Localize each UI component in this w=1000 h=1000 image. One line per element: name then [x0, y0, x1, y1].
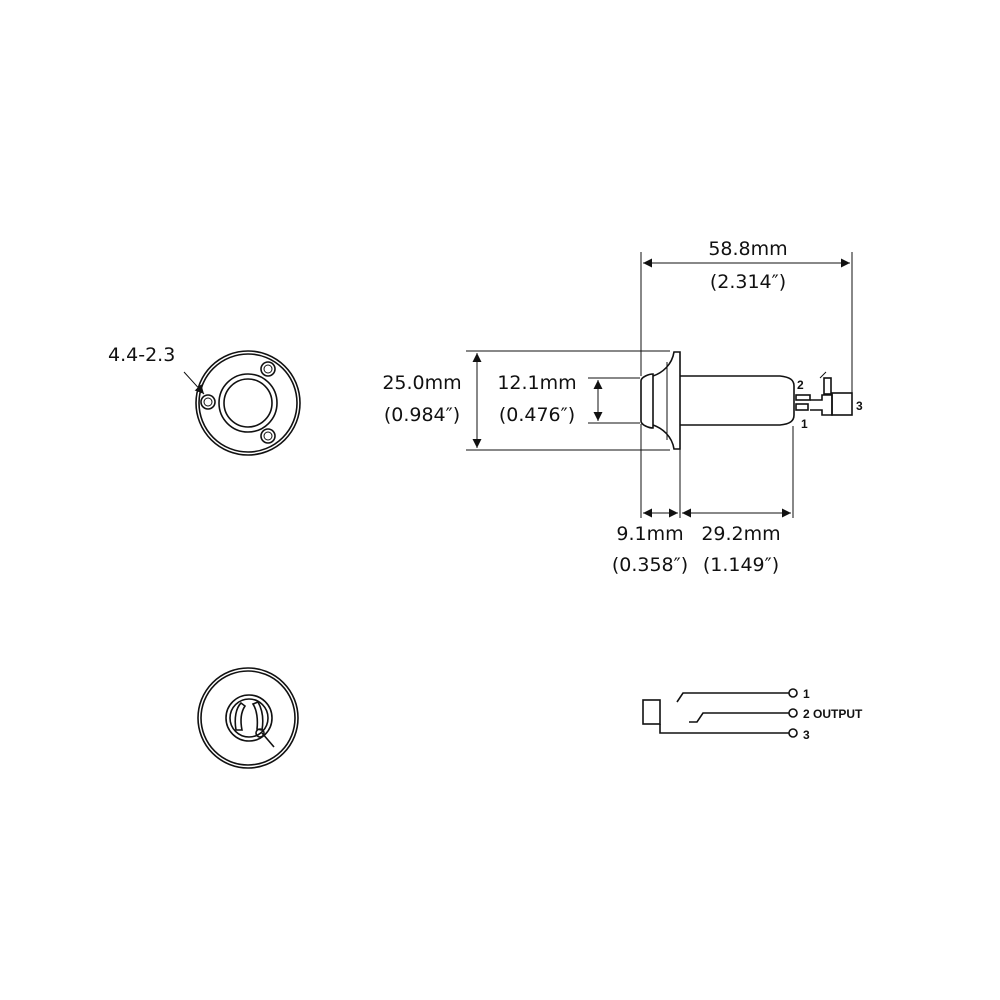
front-flange-outer: [195, 350, 301, 456]
rear-contact-right: [251, 700, 264, 731]
body-length-inch: (1.149″): [703, 554, 779, 576]
front-bore-inner: [223, 378, 273, 428]
jack-body: [680, 375, 795, 426]
schematic-label-2: 2 OUTPUT: [803, 707, 863, 721]
jack-nose: [640, 373, 654, 429]
hole-size-label: 4.4-2.3: [108, 344, 175, 366]
front-flange-outer-inner-edge: [198, 353, 298, 453]
schematic-label-3: 3: [803, 728, 810, 742]
mount-hole-bottom: [260, 428, 276, 444]
terminal-3-dot: [788, 728, 798, 738]
thread-length-mm: 9.1mm: [616, 523, 683, 545]
thread-length-inch: (0.358″): [612, 554, 688, 576]
rear-view: [197, 667, 299, 769]
front-view: 4.4-2.3: [108, 344, 301, 456]
terminal-1-dot: [788, 688, 798, 698]
terminal-3-line: [659, 724, 789, 734]
terminal-2: [795, 394, 811, 401]
rear-body-circle: [225, 694, 273, 742]
terminal-2-dot: [788, 708, 798, 718]
pin-label-2: 2: [797, 378, 804, 392]
mount-hole-left: [200, 394, 216, 410]
overall-length-inch: (2.314″): [710, 271, 786, 293]
terminal-1-line: [676, 692, 789, 703]
side-view: 58.8mm (2.314″) 25.0mm (0.984″) 12.1mm (…: [382, 238, 863, 576]
rear-outer-ring: [197, 667, 299, 769]
terminal-3-tab: [831, 392, 853, 416]
overall-length-mm: 58.8mm: [708, 238, 787, 260]
rear-contact-left: [234, 701, 247, 731]
pin-label-3: 3: [856, 399, 863, 413]
flange-diameter-mm: 25.0mm: [382, 372, 461, 394]
schematic: 1 2 OUTPUT 3: [642, 687, 863, 742]
schematic-label-1: 1: [803, 687, 810, 701]
terminal-1: [795, 403, 809, 411]
rear-terminal: [255, 728, 265, 738]
front-bore-outer: [218, 373, 278, 433]
schematic-jack-block: [642, 699, 661, 725]
hole-leader-arrow: [183, 371, 205, 395]
thread-diameter-inch: (0.476″): [499, 404, 575, 426]
terminal-3-body: [810, 394, 833, 416]
flange-diameter-inch: (0.984″): [384, 404, 460, 426]
terminal-2-line: [689, 712, 789, 723]
jack-flange: [652, 351, 681, 450]
mount-hole-top: [260, 361, 276, 377]
thread-diameter-mm: 12.1mm: [497, 372, 576, 394]
pin-label-1: 1: [801, 417, 808, 431]
body-length-mm: 29.2mm: [701, 523, 780, 545]
